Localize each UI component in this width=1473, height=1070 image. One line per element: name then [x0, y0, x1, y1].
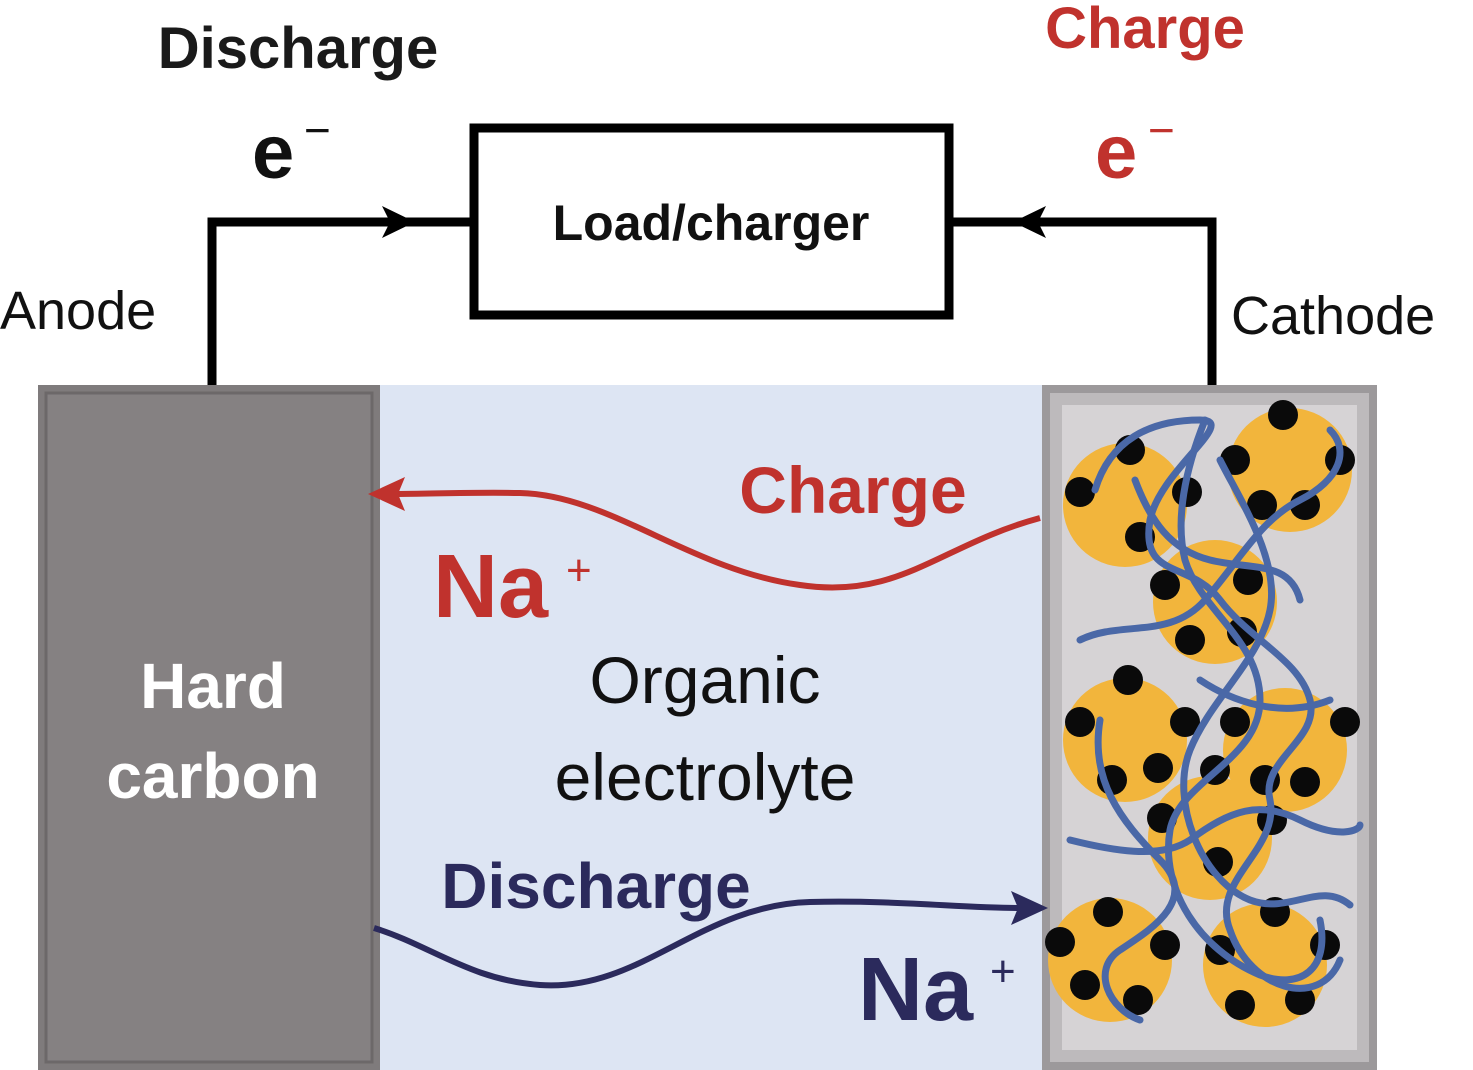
electron-label-right: e: [1095, 110, 1137, 195]
cathode-wire: [950, 217, 1217, 385]
charge-arrow-label: Charge: [739, 453, 966, 527]
anode-wire: [207, 217, 472, 385]
discharge-arrow-label: Discharge: [441, 850, 750, 922]
cathode-label: Cathode: [1231, 286, 1435, 346]
external-circuit: Load/charger: [207, 123, 1217, 385]
charge-title: Charge: [1045, 0, 1245, 61]
electrolyte-label-line1: Organic: [589, 643, 820, 717]
discharge-arrow: Discharge: [373, 850, 1048, 989]
sodium-ion-discharge: Na: [858, 940, 974, 1040]
electron-label-left: e: [252, 110, 294, 195]
sodium-ion-charge-superscript: +: [566, 546, 592, 595]
sodium-ion-discharge-superscript: +: [990, 947, 1016, 996]
anode-material-line1: Hard: [140, 650, 286, 722]
electron-superscript-right: −: [1148, 104, 1175, 156]
electrolyte-label-line2: electrolyte: [555, 740, 856, 814]
sodium-ion-charge: Na: [433, 537, 549, 637]
electrolyte-region: [378, 385, 1046, 1070]
load-charger-box: [469, 123, 954, 320]
electron-arrowhead-left: [382, 206, 415, 238]
electron-superscript-left: −: [304, 104, 331, 156]
charge-arrow: Charge: [368, 453, 1041, 591]
electron-arrowhead-right: [1013, 206, 1046, 238]
discharge-title: Discharge: [158, 16, 438, 81]
anode-block: Hard carbon: [38, 385, 380, 1070]
anode-material-line2: carbon: [106, 740, 319, 812]
load-charger-label: Load/charger: [553, 195, 870, 251]
anode-label: Anode: [0, 281, 156, 341]
binder-network: [1066, 416, 1364, 1024]
